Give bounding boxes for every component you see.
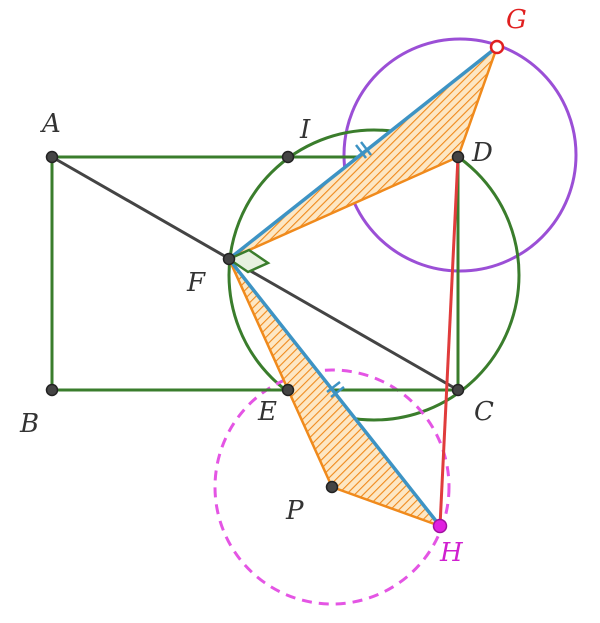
segment-dh: [438, 156, 460, 527]
circle-through-d: [342, 37, 578, 273]
label-f: F: [186, 268, 206, 298]
segment-ac: [51, 155, 459, 392]
point-c[interactable]: [451, 383, 465, 397]
point-a[interactable]: [45, 150, 59, 164]
label-c: C: [474, 397, 494, 427]
point-d[interactable]: [451, 150, 465, 164]
point-b[interactable]: [45, 383, 59, 397]
point-i[interactable]: [281, 150, 295, 164]
label-e: E: [257, 397, 277, 427]
circle-through-f-c: [227, 128, 521, 422]
point-f[interactable]: [222, 252, 236, 266]
point-g[interactable]: [489, 39, 505, 55]
right-angle-marker-f: [226, 248, 271, 274]
tick-mark-fg: [355, 141, 372, 159]
tick-mark-fh: [326, 381, 345, 398]
label-h: H: [439, 538, 464, 568]
label-d: D: [471, 138, 493, 168]
point-h[interactable]: [432, 518, 448, 534]
circle-dashed-p: [213, 368, 451, 606]
label-b: B: [19, 409, 39, 439]
label-p: P: [285, 496, 304, 526]
segment-fh: [227, 257, 442, 528]
label-a: A: [40, 109, 61, 139]
point-e[interactable]: [281, 383, 295, 397]
label-i: I: [299, 115, 311, 145]
label-g: G: [506, 5, 527, 35]
point-p[interactable]: [325, 480, 339, 494]
